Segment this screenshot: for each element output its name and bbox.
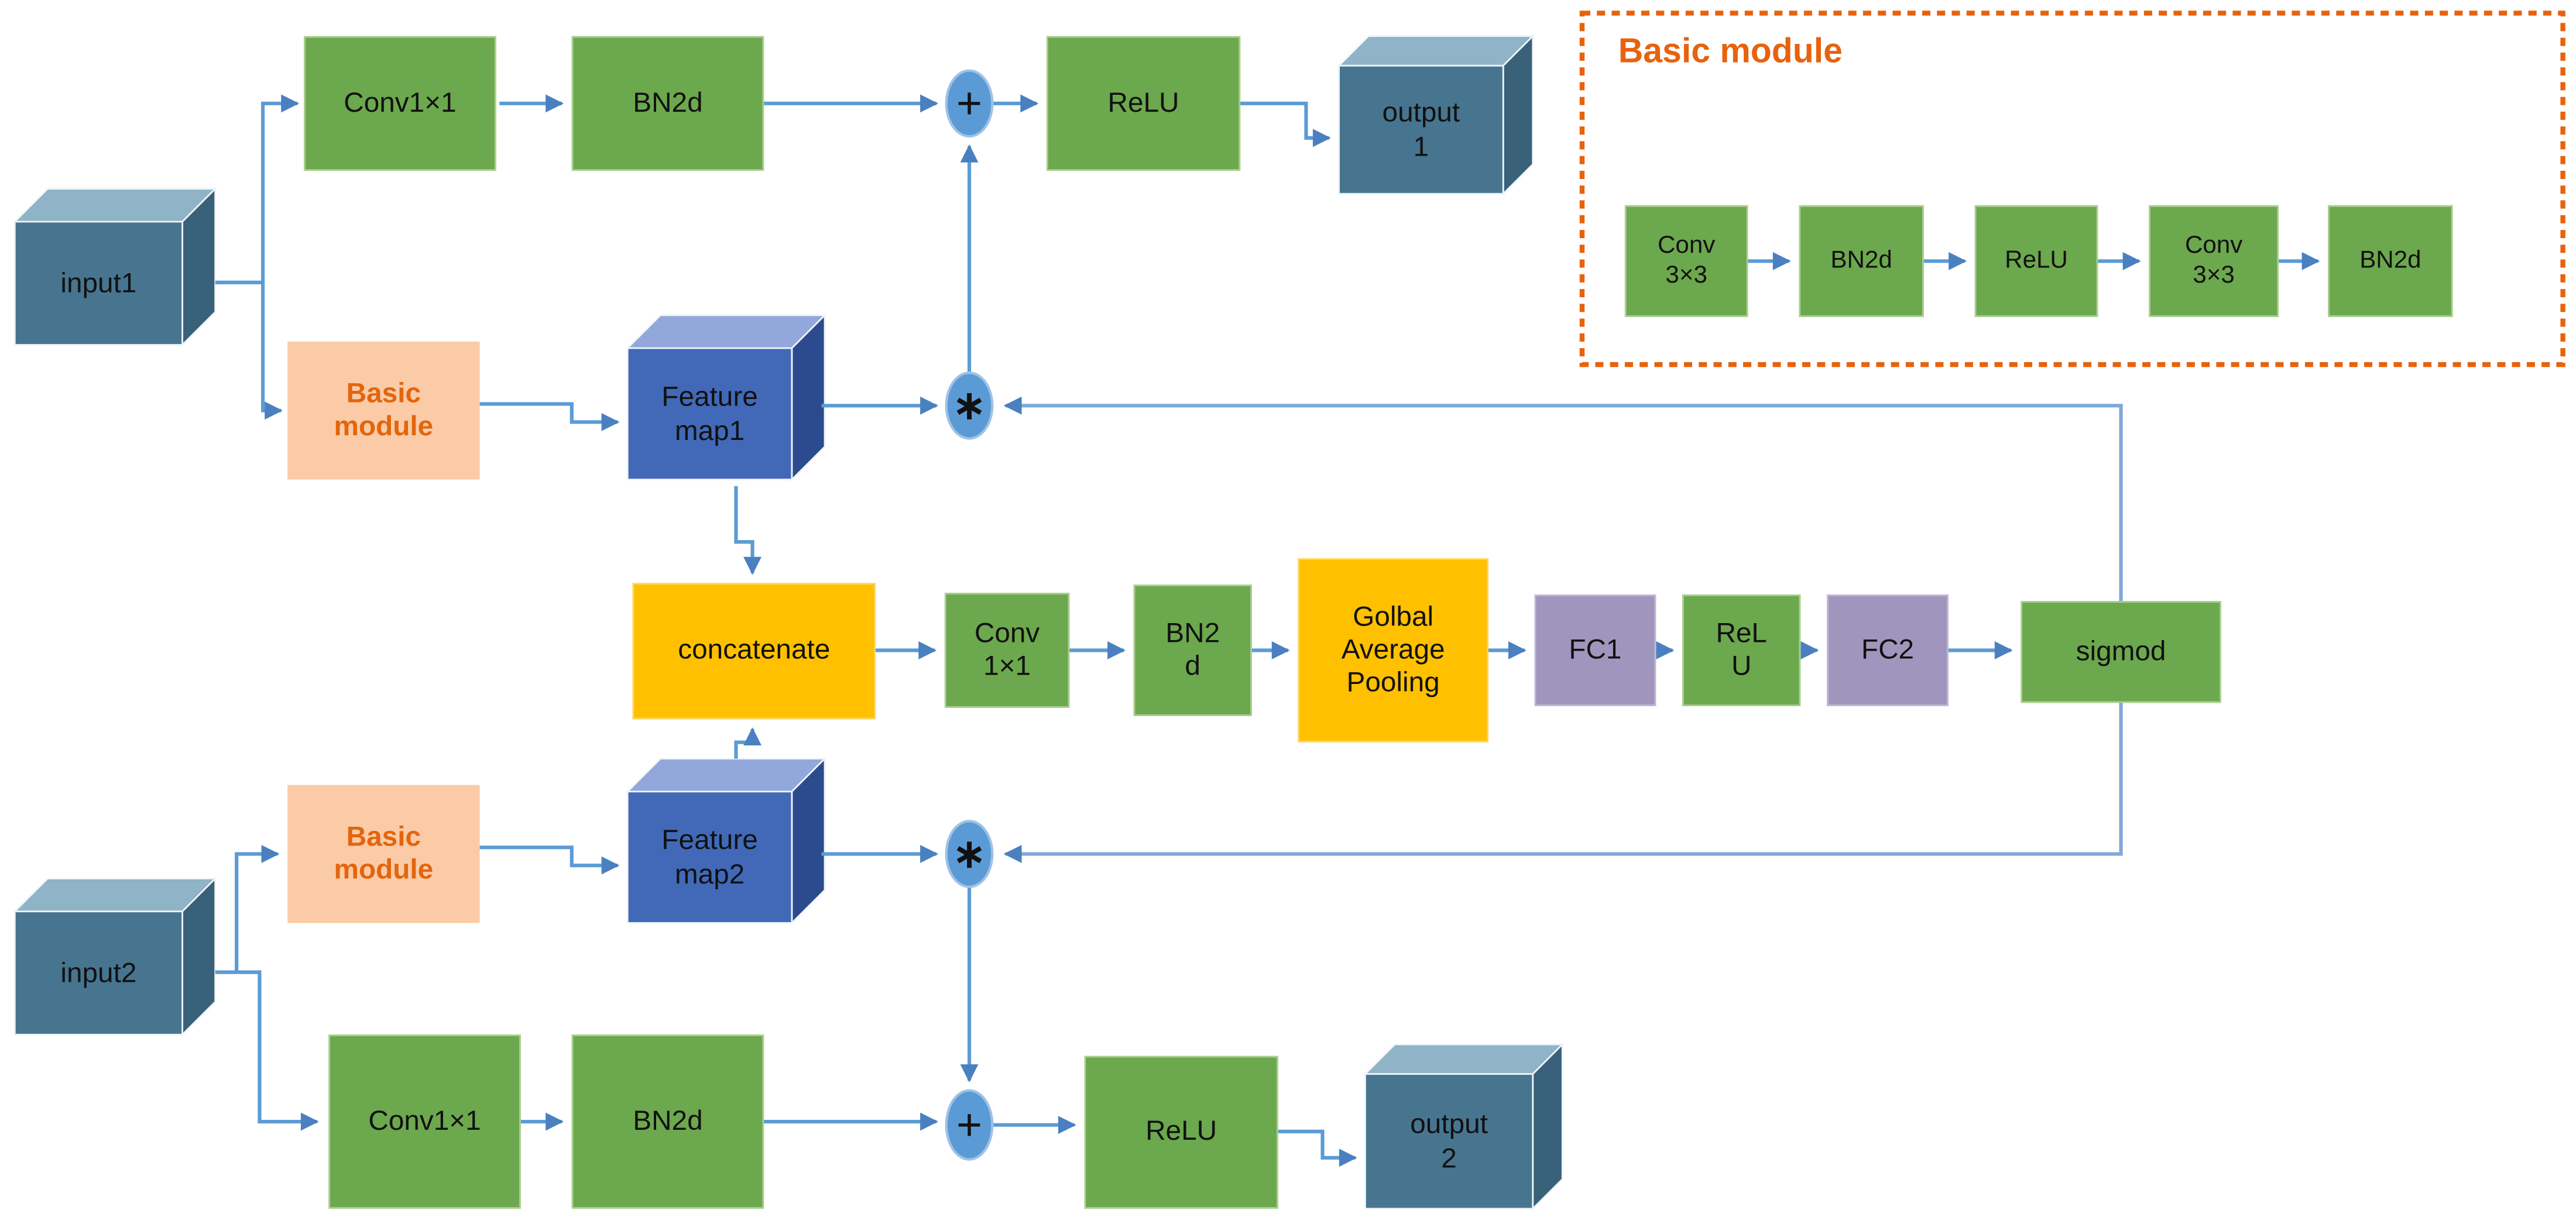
legend-node-bn2d-2: BN2d — [2328, 205, 2453, 317]
node-conv1x1-top: Conv1×1 — [304, 36, 496, 171]
feature-map1-cube — [625, 313, 827, 482]
node-bn2d-top: BN2d — [571, 36, 764, 171]
multiply2-circle — [945, 820, 994, 888]
connector-input1-to-basic-module1 — [261, 282, 283, 420]
node-sigmod: sigmod — [2021, 601, 2221, 703]
multiply1-circle — [945, 372, 994, 440]
input1-cube — [12, 187, 218, 347]
input1-cube-front — [13, 221, 183, 346]
output1-cube-top — [1337, 35, 1535, 67]
connector-relu-top-to-output1 — [1240, 101, 1331, 147]
connector-basic-module1-to-feature-map1 — [479, 402, 620, 431]
node-conv1x1-mid: Conv 1×1 — [944, 593, 1070, 708]
legend-title: Basic module — [1618, 33, 1843, 71]
legend-node-relu: ReLU — [1974, 205, 2098, 317]
connector-relu-bottom-to-output2 — [1278, 1129, 1357, 1167]
node-global-average-pooling: Golbal Average Pooling — [1298, 558, 1488, 742]
legend-node-bn2d-1: BN2d — [1799, 205, 1924, 317]
legend-node-conv3x3-1: Conv 3×3 — [1624, 205, 1748, 317]
multiply2-operator: ∗ — [952, 831, 986, 876]
legend-node-conv3x3-2: Conv 3×3 — [2149, 205, 2279, 317]
node-relu-bottom: ReLU — [1084, 1055, 1278, 1209]
feature-map2-label: Feature map2 — [661, 824, 758, 891]
add1-circle — [945, 69, 994, 138]
output2-cube-side — [1532, 1042, 1563, 1211]
output2-label: output 2 — [1410, 1108, 1488, 1174]
feature-map1-label: Feature map1 — [661, 380, 758, 447]
output1-label: output 1 — [1382, 96, 1460, 163]
feature-map2-cube-top — [625, 758, 827, 793]
connector-basic-module2-to-feature-map2 — [479, 845, 620, 875]
connector-input2-to-conv1x1-bottom — [215, 970, 319, 1131]
output2-cube — [1363, 1042, 1565, 1211]
node-fc1: FC1 — [1534, 594, 1656, 706]
node-relu-mid: ReL U — [1682, 594, 1801, 706]
feature-map1-cube-front — [626, 347, 793, 480]
output1-cube — [1337, 34, 1535, 196]
input1-cube-top — [12, 188, 218, 223]
connector-feature-map2-to-concatenate — [734, 727, 762, 759]
node-bn2d-mid: BN2 d — [1133, 585, 1252, 716]
feature-map2-cube-front — [626, 790, 793, 924]
node-fc2: FC2 — [1827, 594, 1949, 706]
node-conv1x1-bottom: Conv1×1 — [328, 1034, 521, 1209]
node-basic-module-1: Basic module — [287, 341, 480, 480]
connector-input2-to-basic-module2 — [235, 845, 280, 972]
node-basic-module-2: Basic module — [287, 785, 480, 923]
output2-cube-front — [1364, 1073, 1534, 1210]
node-bn2d-bottom: BN2d — [571, 1034, 764, 1209]
add2-operator: + — [956, 1099, 983, 1149]
input2-label: input2 — [60, 957, 137, 989]
feature-map2-cube — [625, 757, 827, 925]
add1-operator: + — [956, 78, 983, 128]
connector-input1-to-conv1x1-top — [215, 94, 300, 284]
output2-cube-top — [1363, 1043, 1565, 1075]
output1-cube-front — [1338, 64, 1504, 195]
connector-feature-map1-to-concatenate — [734, 486, 762, 575]
feature-map1-cube-top — [625, 314, 827, 349]
input1-label: input1 — [60, 267, 137, 299]
node-concatenate: concatenate — [632, 583, 876, 720]
add2-circle — [945, 1089, 994, 1161]
multiply1-operator: ∗ — [952, 383, 986, 428]
basic-module-legend-border — [1579, 11, 2565, 367]
input2-cube-front — [13, 910, 183, 1036]
input2-cube — [12, 876, 218, 1037]
node-relu-top: ReLU — [1046, 36, 1241, 171]
input2-cube-top — [12, 878, 218, 913]
